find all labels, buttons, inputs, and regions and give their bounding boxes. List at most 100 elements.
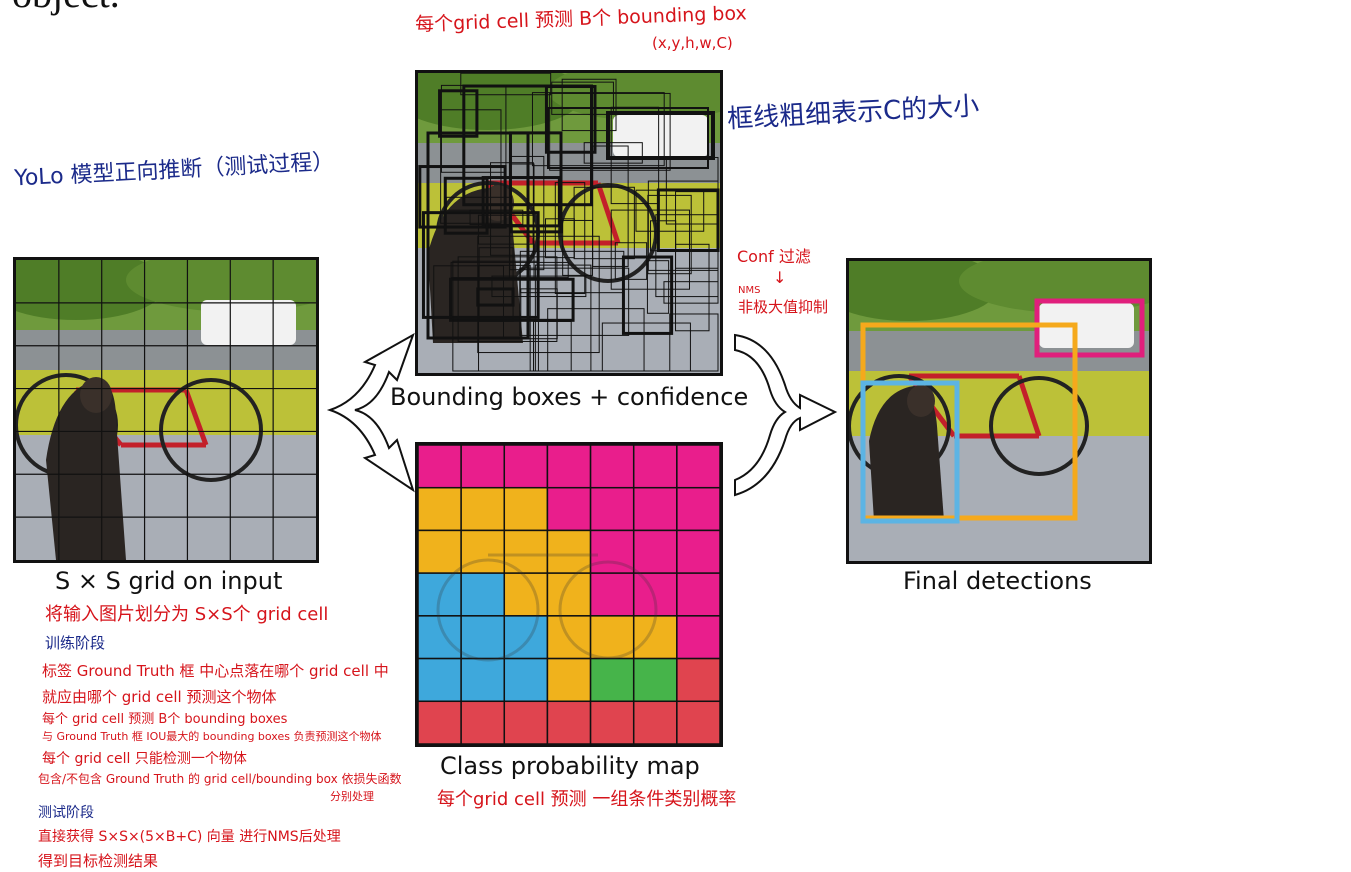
note-line: 与 Ground Truth 框 IOU最大的 bounding boxes 负… <box>42 730 382 743</box>
candidate-box <box>621 255 674 335</box>
class-cell <box>589 572 635 617</box>
class-cell <box>503 657 549 703</box>
candidate-box <box>647 194 692 275</box>
class-cell <box>418 657 462 703</box>
note-line: 分别处理 <box>330 790 374 803</box>
candidate-box <box>531 92 665 167</box>
candidate-box <box>508 131 563 234</box>
class-cell <box>460 615 506 660</box>
class-cell <box>503 700 549 744</box>
candidate-box <box>519 267 630 336</box>
candidate-box <box>532 320 572 372</box>
class-cell <box>460 445 506 489</box>
note-line: 就应由哪个 grid cell 预测这个物体 <box>42 688 277 706</box>
candidate-box <box>547 308 645 372</box>
candidate-box <box>614 242 648 280</box>
class-cell <box>676 486 720 532</box>
class-cell <box>546 572 592 617</box>
class-cell <box>460 572 506 617</box>
candidate-box <box>490 162 534 256</box>
yolo-title-note: YoLo 模型正向推断（测试过程） <box>13 149 335 192</box>
candidate-box <box>583 142 643 164</box>
bbox-params-note: (x,y,h,w,C) <box>652 34 733 52</box>
split-arrow <box>326 332 415 493</box>
note-line: 直接获得 S×S×(5×B+C) 向量 进行NMS后处理 <box>38 829 341 845</box>
class-cell <box>632 529 678 574</box>
class-cell <box>460 486 506 532</box>
candidate-box <box>534 264 592 372</box>
class-cell <box>546 529 592 574</box>
candidate-box <box>433 265 504 340</box>
class-cell <box>546 657 592 703</box>
candidate-box <box>561 78 617 132</box>
candidate-box <box>592 145 629 267</box>
grid-overlay <box>16 260 316 560</box>
classmap-caption: Class probability map <box>440 752 700 780</box>
bbox-image <box>415 70 723 376</box>
class-cell <box>418 486 462 532</box>
nms-cn-note: 非极大值抑制 <box>738 298 829 316</box>
bbox-overlay <box>418 73 720 372</box>
candidate-box <box>438 89 479 138</box>
candidate-box <box>443 176 489 235</box>
candidate-box <box>449 277 575 322</box>
class-cell <box>546 700 592 744</box>
class-cell <box>676 657 720 703</box>
candidate-box <box>573 186 635 260</box>
class-cell <box>503 529 549 574</box>
class-cell <box>503 486 549 532</box>
candidate-box <box>562 219 594 276</box>
note-line: 标签 Ground Truth 框 中心点落在哪个 grid cell 中 <box>42 662 389 680</box>
candidate-box <box>656 188 720 253</box>
candidate-box <box>610 106 660 205</box>
note-line: 每个 grid cell 预测 B个 bounding boxes <box>42 712 288 727</box>
class-cell <box>589 615 635 660</box>
class-cell <box>632 445 678 489</box>
note-line: 得到目标检测结果 <box>38 852 159 870</box>
conf-filter-note: Conf 过滤 <box>737 247 811 266</box>
candidate-box <box>649 220 677 252</box>
class-cell <box>632 486 678 532</box>
bbox-per-cell-note: 每个grid cell 预测 B个 bounding box <box>414 2 748 36</box>
candidate-box <box>440 109 502 224</box>
candidate-box <box>669 313 719 372</box>
class-cell <box>503 445 549 489</box>
candidate-box <box>440 84 507 173</box>
class-cell <box>676 529 720 574</box>
class-cell <box>676 572 720 617</box>
candidate-box <box>554 182 586 294</box>
car-detection-box <box>1034 298 1145 358</box>
candidate-box <box>675 191 719 269</box>
candidate-box <box>460 73 552 96</box>
final-caption: Final detections <box>903 567 1092 595</box>
candidate-box <box>635 189 705 232</box>
class-cell <box>460 657 506 703</box>
candidate-box <box>544 85 597 154</box>
class-cell <box>460 700 506 744</box>
class-cell <box>676 700 720 744</box>
class-map-grid <box>418 445 720 744</box>
detection-boxes <box>860 298 1145 524</box>
class-cell <box>546 445 592 489</box>
grid-caption: S × S grid on input <box>55 567 283 595</box>
class-cell <box>546 486 592 532</box>
class-cell <box>418 529 462 574</box>
class-cell <box>589 657 635 703</box>
note-line: 每个 grid cell 只能检测一个物体 <box>42 751 247 767</box>
bbox-caption: Bounding boxes + confidence <box>390 383 749 411</box>
class-cell <box>676 445 720 489</box>
class-cell <box>676 615 720 660</box>
scene-illustration-final <box>849 261 1149 561</box>
note-line: 训练阶段 <box>45 634 106 652</box>
candidate-box <box>478 247 514 322</box>
confident-box <box>547 107 709 169</box>
class-cell <box>418 445 462 489</box>
class-cell <box>632 700 678 744</box>
candidate-box <box>663 281 719 304</box>
top-cut-text: object. <box>12 0 120 17</box>
final-detections-image <box>846 258 1152 564</box>
class-cell <box>632 615 678 660</box>
candidate-box <box>601 322 691 372</box>
dog-detection-box <box>860 380 960 524</box>
class-cell <box>589 700 635 744</box>
